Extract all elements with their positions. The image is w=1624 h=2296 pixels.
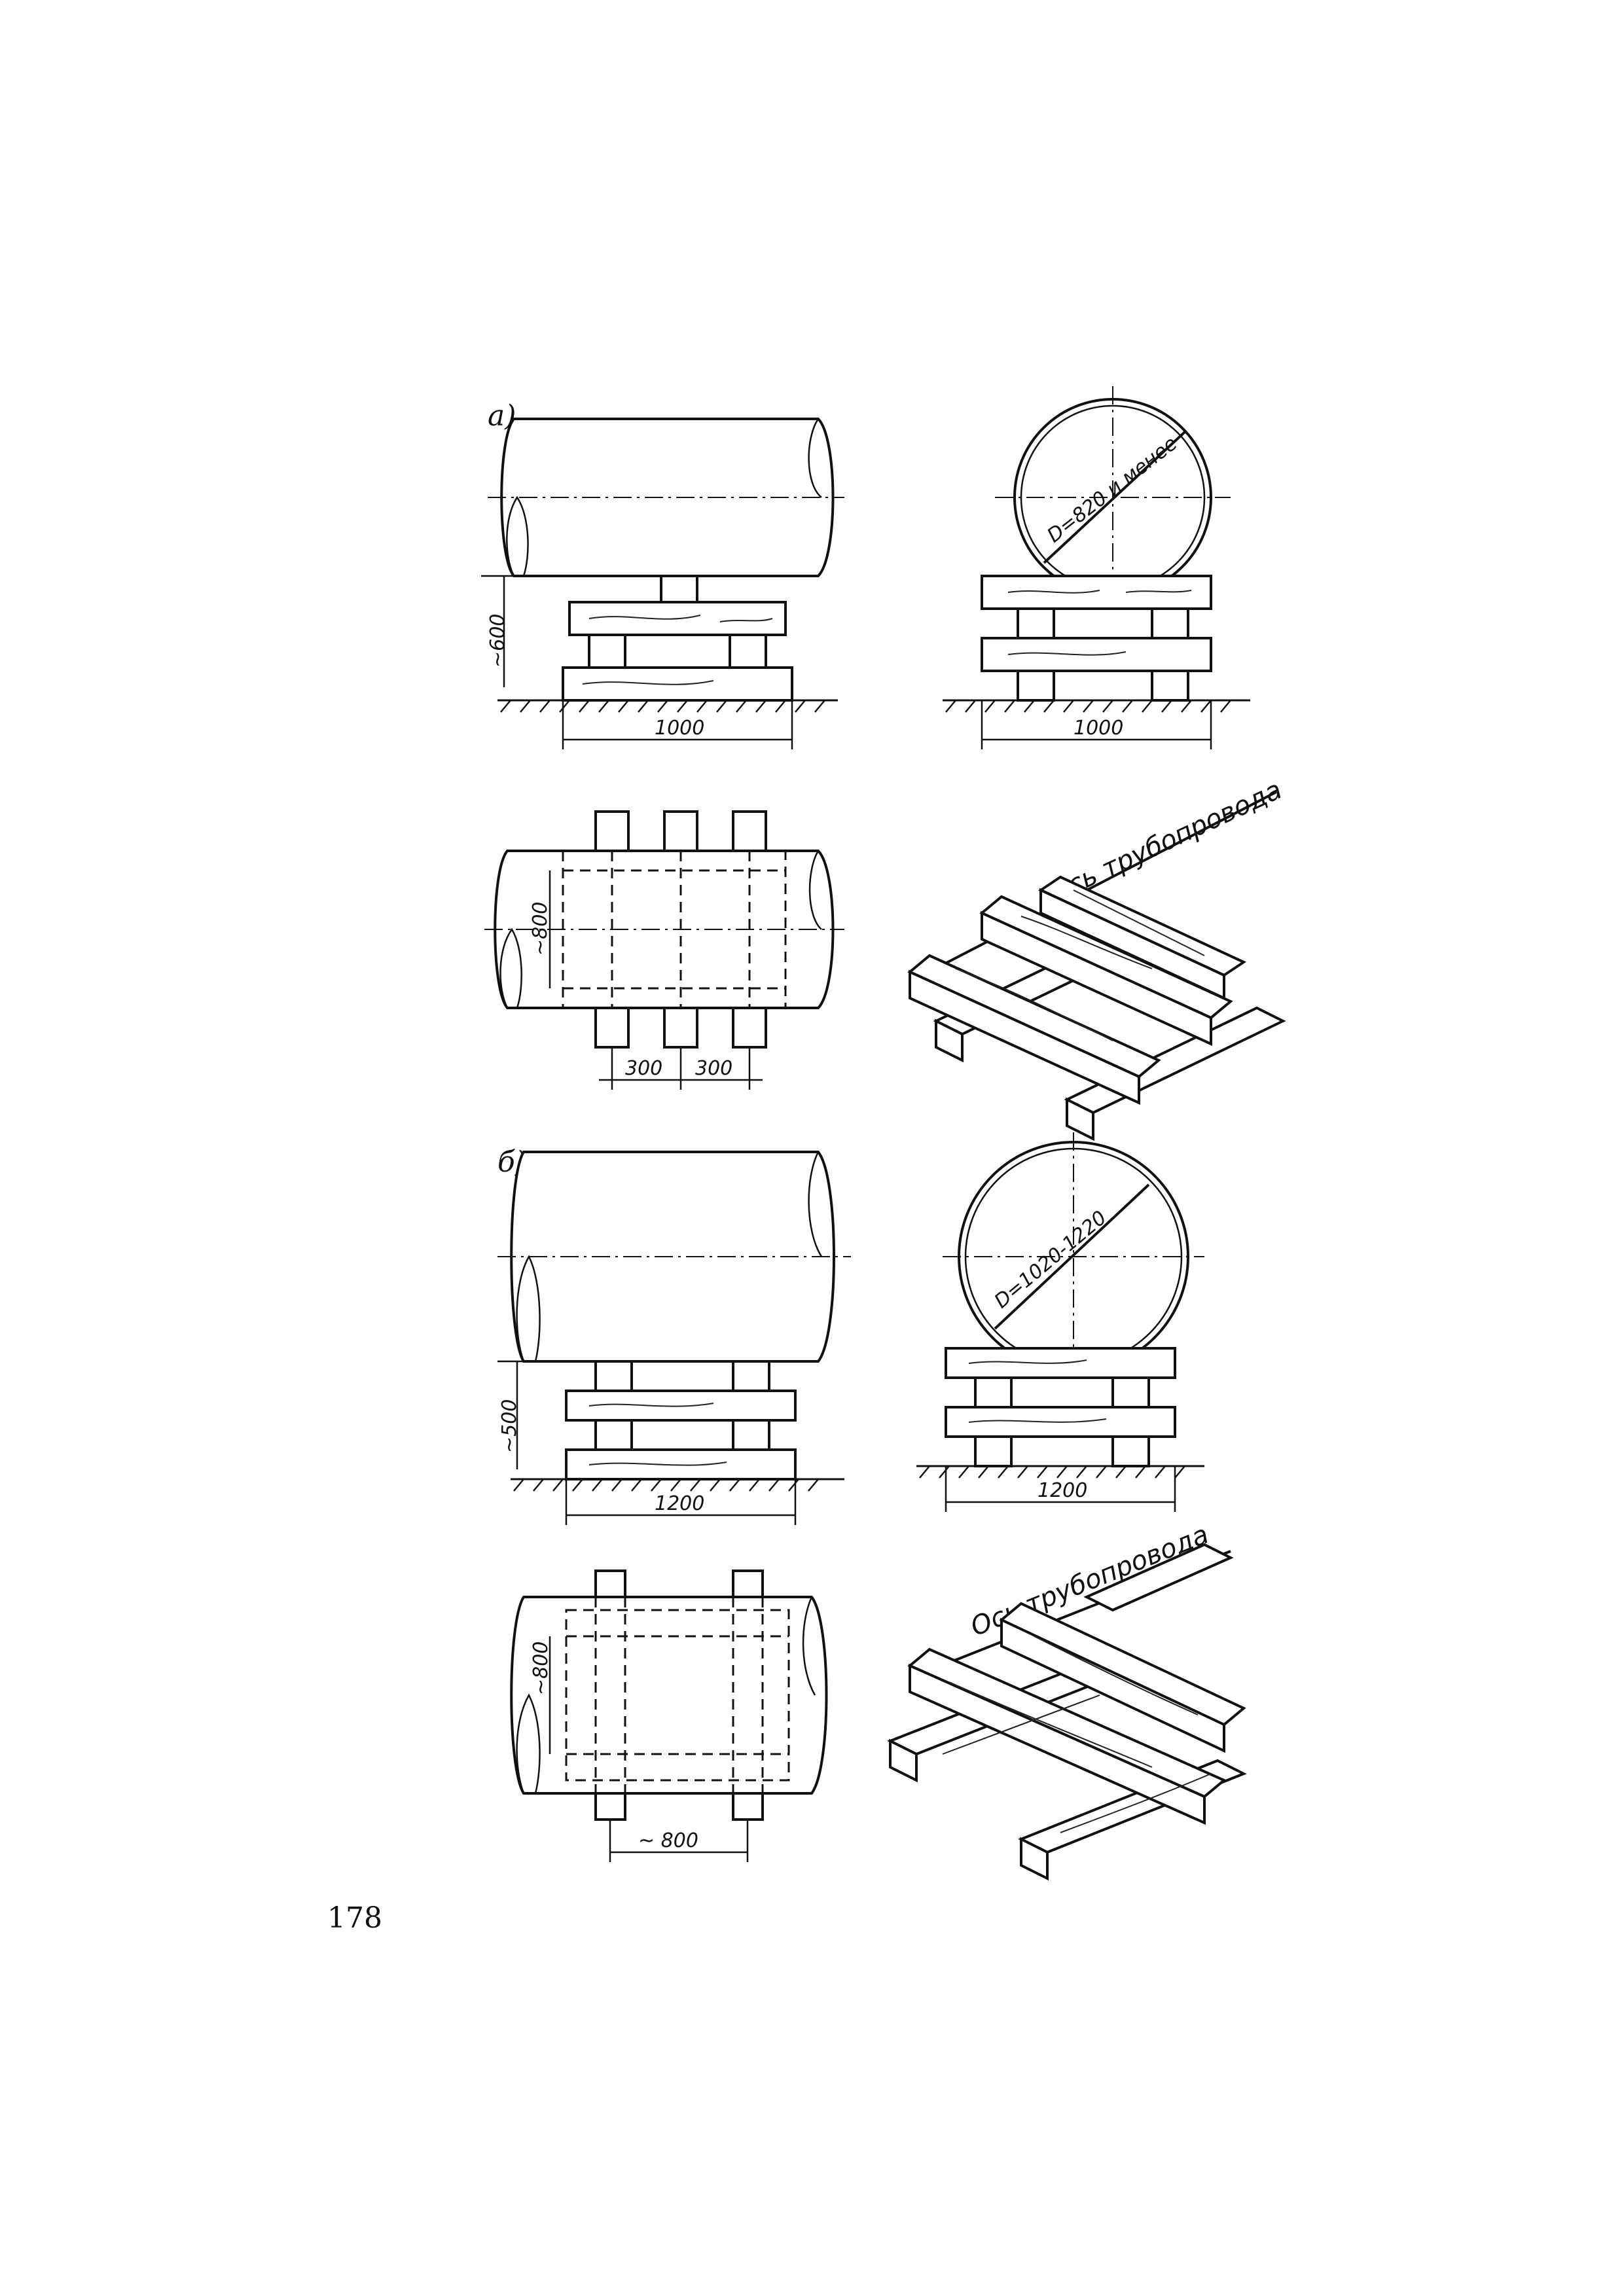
spacing-dim-a2: 300: [695, 1057, 732, 1080]
post: [1017, 670, 1055, 702]
width-dim-b2: 1200: [1038, 1479, 1087, 1502]
pipeline-axis-line-a: [909, 791, 1277, 983]
panel-b-plan-view: ~800 ~ 800: [510, 1570, 828, 1862]
post: [1017, 607, 1055, 639]
width-dim-a2: 1000: [1074, 717, 1123, 740]
panel-a-plan-view: ~800 300 300: [484, 810, 844, 1090]
depth-dim-b: ~800: [530, 1641, 552, 1695]
diameter-line-a: [1043, 431, 1186, 564]
height-dim-a: ~600: [486, 614, 509, 668]
support-outline: [565, 1609, 790, 1782]
panel-a-cross-section: D=820 и менее 1000: [943, 386, 1250, 749]
post: [1151, 607, 1189, 639]
panel-b-side-view: б) ~500 1200: [497, 1145, 851, 1525]
panel-a-side-view: а) ~600 1000: [481, 399, 844, 749]
post: [1151, 670, 1189, 702]
page-number: 178: [327, 1901, 382, 1935]
pipe-a-plan: [494, 850, 835, 1009]
width-dim-b: 1200: [655, 1492, 704, 1515]
post: [588, 634, 626, 669]
width-dim-b3: ~ 800: [638, 1829, 698, 1852]
width-dim-a: 1000: [655, 717, 704, 740]
pipe-b-plan: [510, 1596, 828, 1795]
height-dim-b: ~500: [498, 1399, 521, 1453]
spacing-dim-a1: 300: [625, 1057, 662, 1080]
depth-dim-a: ~800: [529, 902, 552, 956]
panel-b-isometric: Ось трубопровода: [887, 1519, 1247, 1881]
panel-a-isometric: Ось трубопровода: [907, 775, 1286, 1141]
support-outline: [562, 850, 787, 1009]
pipe-a-side: [500, 418, 835, 577]
post: [729, 634, 767, 669]
panel-b-cross-section: D=1020-1220 1200: [916, 1132, 1204, 1512]
